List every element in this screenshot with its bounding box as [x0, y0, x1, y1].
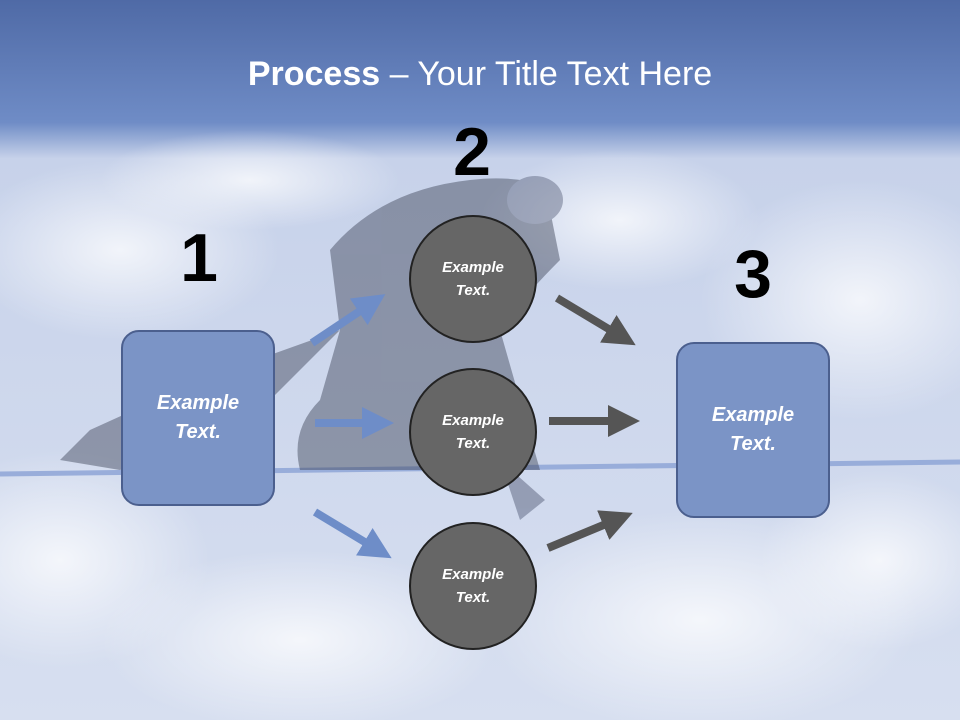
- circle-middle-text: Example Text.: [442, 412, 504, 452]
- step-number-1: 1: [180, 220, 218, 296]
- step-2-circle-bottom: Example Text.: [409, 522, 537, 650]
- step-number-2: 2: [453, 114, 491, 190]
- step-2-circle-middle: Example Text.: [409, 368, 537, 496]
- circle-bottom-text: Example Text.: [442, 566, 504, 606]
- circle-top-text: Example Text.: [442, 259, 504, 299]
- title-rest: – Your Title Text Here: [380, 55, 713, 93]
- step-3-box: Example Text.: [676, 342, 830, 518]
- title-bold: Process: [247, 55, 381, 93]
- step-2-circle-top: Example Text.: [409, 215, 537, 343]
- step-3-text: Example Text.: [711, 404, 795, 455]
- step-number-3: 3: [734, 236, 772, 312]
- step-1-box: Example Text.: [121, 330, 275, 506]
- slide-title: Process – Your Title Text Here: [0, 52, 960, 96]
- step-1-text: Example Text.: [156, 392, 240, 443]
